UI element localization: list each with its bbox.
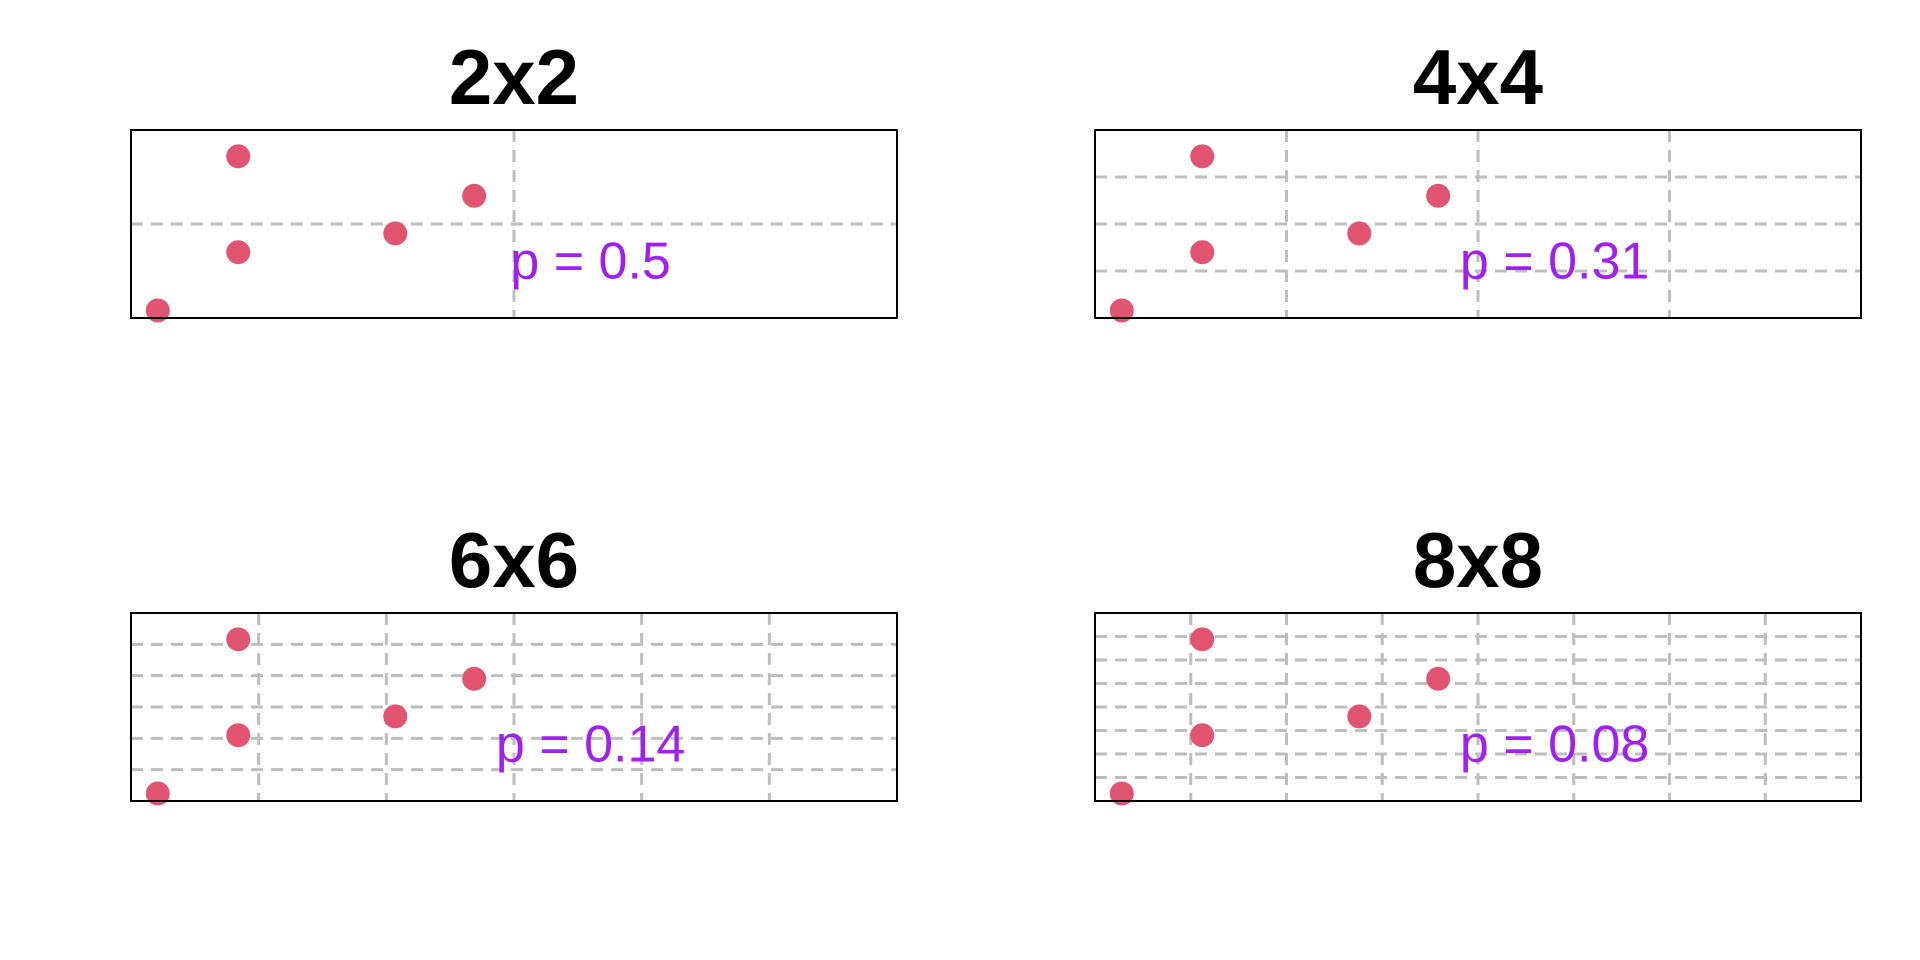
- data-point: [226, 723, 251, 748]
- panel-title: 8x8: [1413, 516, 1543, 604]
- data-point: [1347, 221, 1372, 246]
- data-point: [226, 627, 251, 652]
- data-point: [226, 144, 251, 169]
- data-point: [1109, 781, 1134, 806]
- grid-layer: [1095, 130, 1861, 318]
- grid-layer: [1095, 613, 1861, 801]
- panel-8x8: 8x8 p = 0.08: [1094, 516, 1862, 806]
- panel-title: 2x2: [449, 33, 579, 121]
- points-layer: [145, 627, 487, 806]
- data-point: [1190, 144, 1215, 169]
- data-point: [383, 704, 408, 729]
- data-point: [1190, 627, 1215, 652]
- data-point: [1426, 183, 1451, 208]
- panel-2x2: 2x2 p = 0.5: [130, 33, 898, 323]
- panel-4x4: 4x4 p = 0.31: [1094, 33, 1862, 323]
- data-point: [226, 240, 251, 265]
- grid-layer: [131, 130, 897, 318]
- plot-frame: [1094, 129, 1862, 319]
- points-layer: [1109, 144, 1451, 323]
- data-point: [1109, 298, 1134, 323]
- data-point: [1190, 723, 1215, 748]
- p-value-annotation: p = 0.14: [496, 716, 685, 774]
- p-value-annotation: p = 0.08: [1460, 716, 1649, 774]
- points-layer: [145, 144, 487, 323]
- p-value-annotation: p = 0.5: [510, 233, 670, 291]
- data-point: [462, 183, 487, 208]
- data-point: [383, 221, 408, 246]
- plot-frame: [130, 129, 898, 319]
- points-layer: [1109, 627, 1451, 806]
- panel-title: 4x4: [1413, 33, 1543, 121]
- panel-6x6: 6x6 p = 0.14: [130, 516, 898, 806]
- grid-layer: [131, 613, 897, 801]
- plot-frame: [1094, 612, 1862, 802]
- data-point: [1347, 704, 1372, 729]
- data-point: [462, 666, 487, 691]
- data-point: [145, 781, 170, 806]
- data-point: [1190, 240, 1215, 265]
- plot-frame: [130, 612, 898, 802]
- p-value-annotation: p = 0.31: [1460, 233, 1649, 291]
- data-point: [145, 298, 170, 323]
- data-point: [1426, 666, 1451, 691]
- panel-title: 6x6: [449, 516, 579, 604]
